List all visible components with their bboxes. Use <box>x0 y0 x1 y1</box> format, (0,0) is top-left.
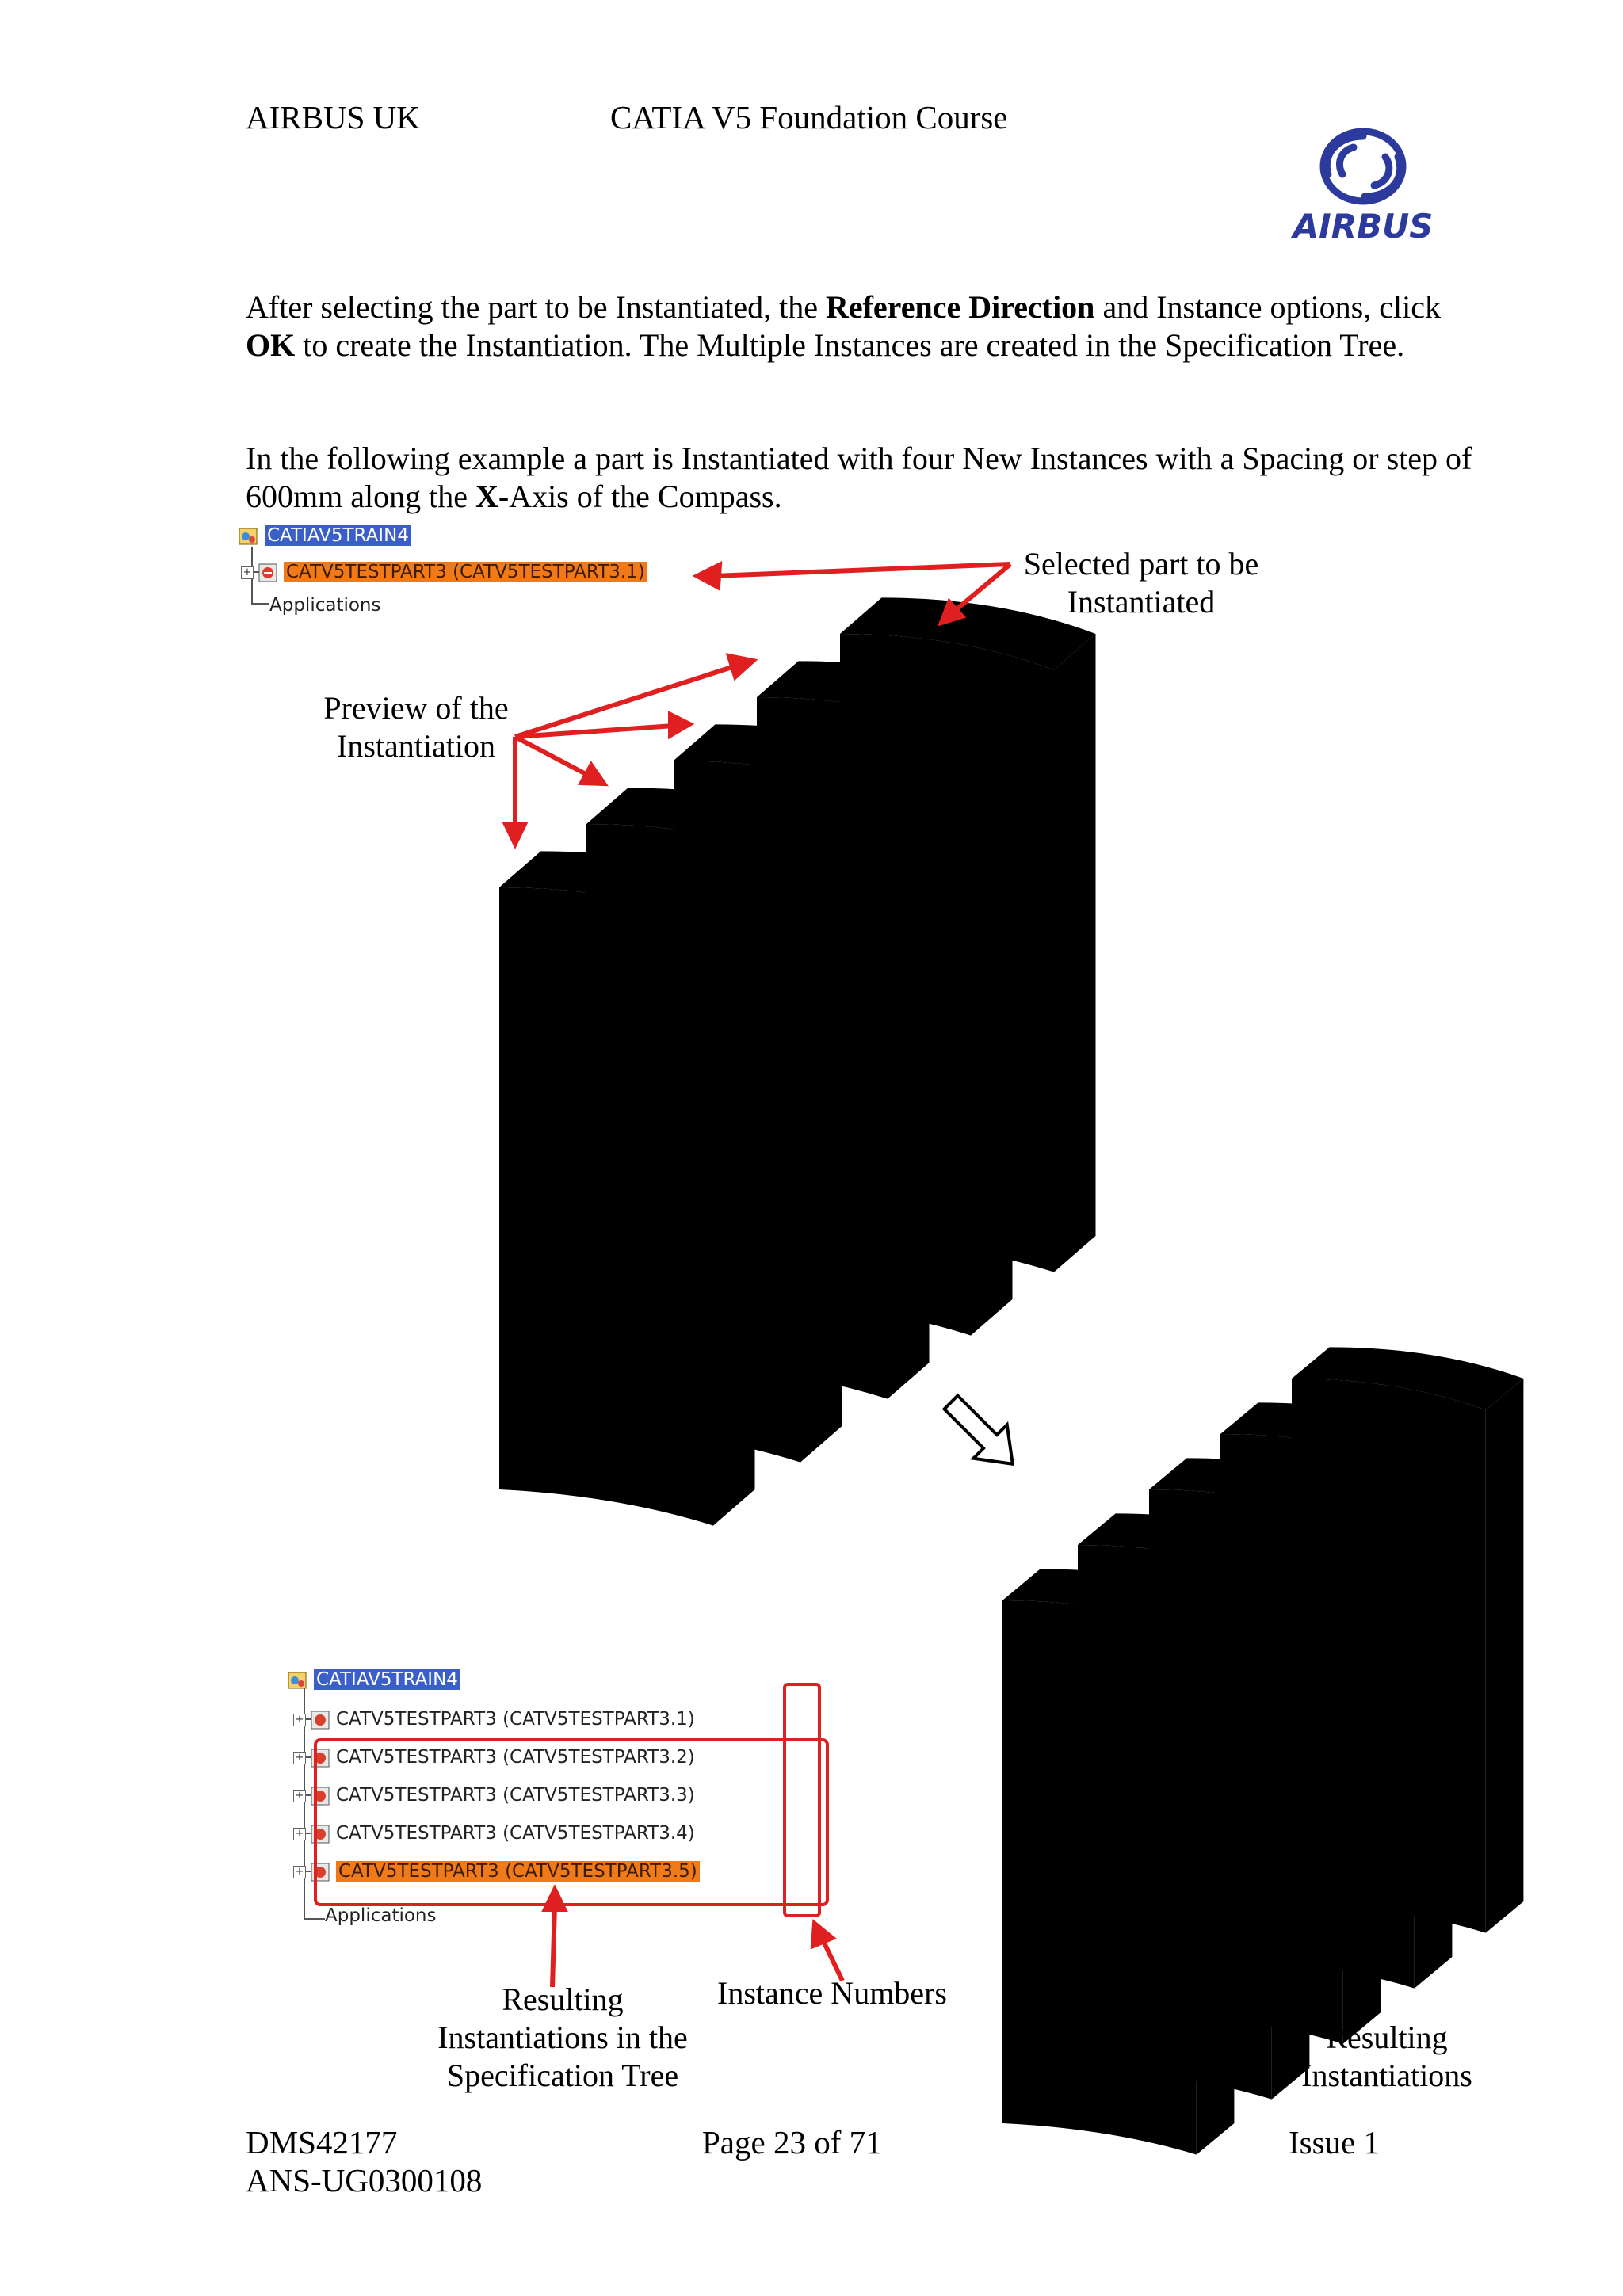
product-icon <box>238 525 260 547</box>
result-original <box>1002 1569 1235 2155</box>
new-instances-highlight <box>314 1738 829 1906</box>
tree-root-row[interactable]: CATIAV5TRAIN4 <box>238 524 411 547</box>
tree-item-row[interactable]: + CATV5TESTPART3 (CATV5TESTPART3.5) <box>293 1860 700 1883</box>
footer-doc-id: DMS42177 <box>246 2124 398 2161</box>
expand-icon[interactable]: + <box>293 1713 306 1726</box>
airbus-logo-icon: AIRBUS <box>1291 128 1434 246</box>
tree-item-row[interactable]: + CATV5TESTPART3 (CATV5TESTPART3.1) <box>293 1708 695 1731</box>
callout-instance-numbers: Instance Numbers <box>717 1975 947 2011</box>
part-icon <box>309 1709 331 1731</box>
tree-lines <box>304 1688 325 1920</box>
tree-item-label: CATV5TESTPART3 (CATV5TESTPART3.5) <box>336 1861 700 1882</box>
spec-tree-top: CATIAV5TRAIN4 + CATV5TESTPART3 (CATV5TEST… <box>238 523 697 626</box>
header-company: AIRBUS UK <box>246 99 420 135</box>
paragraph-2: In the following example a part is Insta… <box>246 441 1472 514</box>
part-icon <box>257 562 279 584</box>
product-icon <box>287 1669 309 1691</box>
tree-item-label: CATV5TESTPART3 (CATV5TESTPART3.4) <box>336 1823 695 1844</box>
tree-root-row[interactable]: CATIAV5TRAIN4 <box>287 1669 460 1691</box>
expand-icon[interactable]: + <box>241 566 254 579</box>
tree-item-label: CATV5TESTPART3 (CATV5TESTPART3.2) <box>336 1747 695 1768</box>
tree-applications-row[interactable]: Applications <box>325 1905 437 1926</box>
expand-icon[interactable]: + <box>293 1789 306 1802</box>
svg-text:AIRBUS: AIRBUS <box>1291 207 1434 246</box>
tree-root-label: CATIAV5TRAIN4 <box>265 525 411 546</box>
airbus-logo: AIRBUS <box>1276 119 1450 246</box>
tree-root-label: CATIAV5TRAIN4 <box>314 1669 460 1690</box>
header-course: CATIA V5 Foundation Course <box>610 99 1008 135</box>
tree-part-row[interactable]: + CATV5TESTPART3 (CATV5TESTPART3.1) <box>241 561 647 584</box>
transition-arrow-icon <box>941 1393 1015 1466</box>
tree-part-label: CATV5TESTPART3 (CATV5TESTPART3.1) <box>284 562 647 582</box>
expand-icon[interactable]: + <box>293 1827 306 1840</box>
footer-ref: ANS-UG0300108 <box>246 2162 483 2199</box>
expand-icon[interactable]: + <box>293 1751 306 1764</box>
footer-issue: Issue 1 <box>1289 2124 1381 2161</box>
paragraph-1: After selecting the part to be Instantia… <box>246 289 1441 363</box>
tree-applications-row[interactable]: Applications <box>269 595 381 616</box>
tree-item-label: CATV5TESTPART3 (CATV5TESTPART3.1) <box>336 1709 695 1730</box>
spec-tree-bottom: CATIAV5TRAIN4 + CATV5TESTPART3 (CATV5TEST… <box>287 1664 826 1933</box>
expand-icon[interactable]: + <box>293 1865 306 1878</box>
tree-item-label: CATV5TESTPART3 (CATV5TESTPART3.3) <box>336 1785 695 1806</box>
instance-numbers-highlight <box>783 1683 821 1917</box>
footer-page: Page 23 of 71 <box>702 2124 882 2161</box>
annotation-arrows <box>502 560 1012 1988</box>
tree-item-row[interactable]: + CATV5TESTPART3 (CATV5TESTPART3.4) <box>293 1822 695 1845</box>
